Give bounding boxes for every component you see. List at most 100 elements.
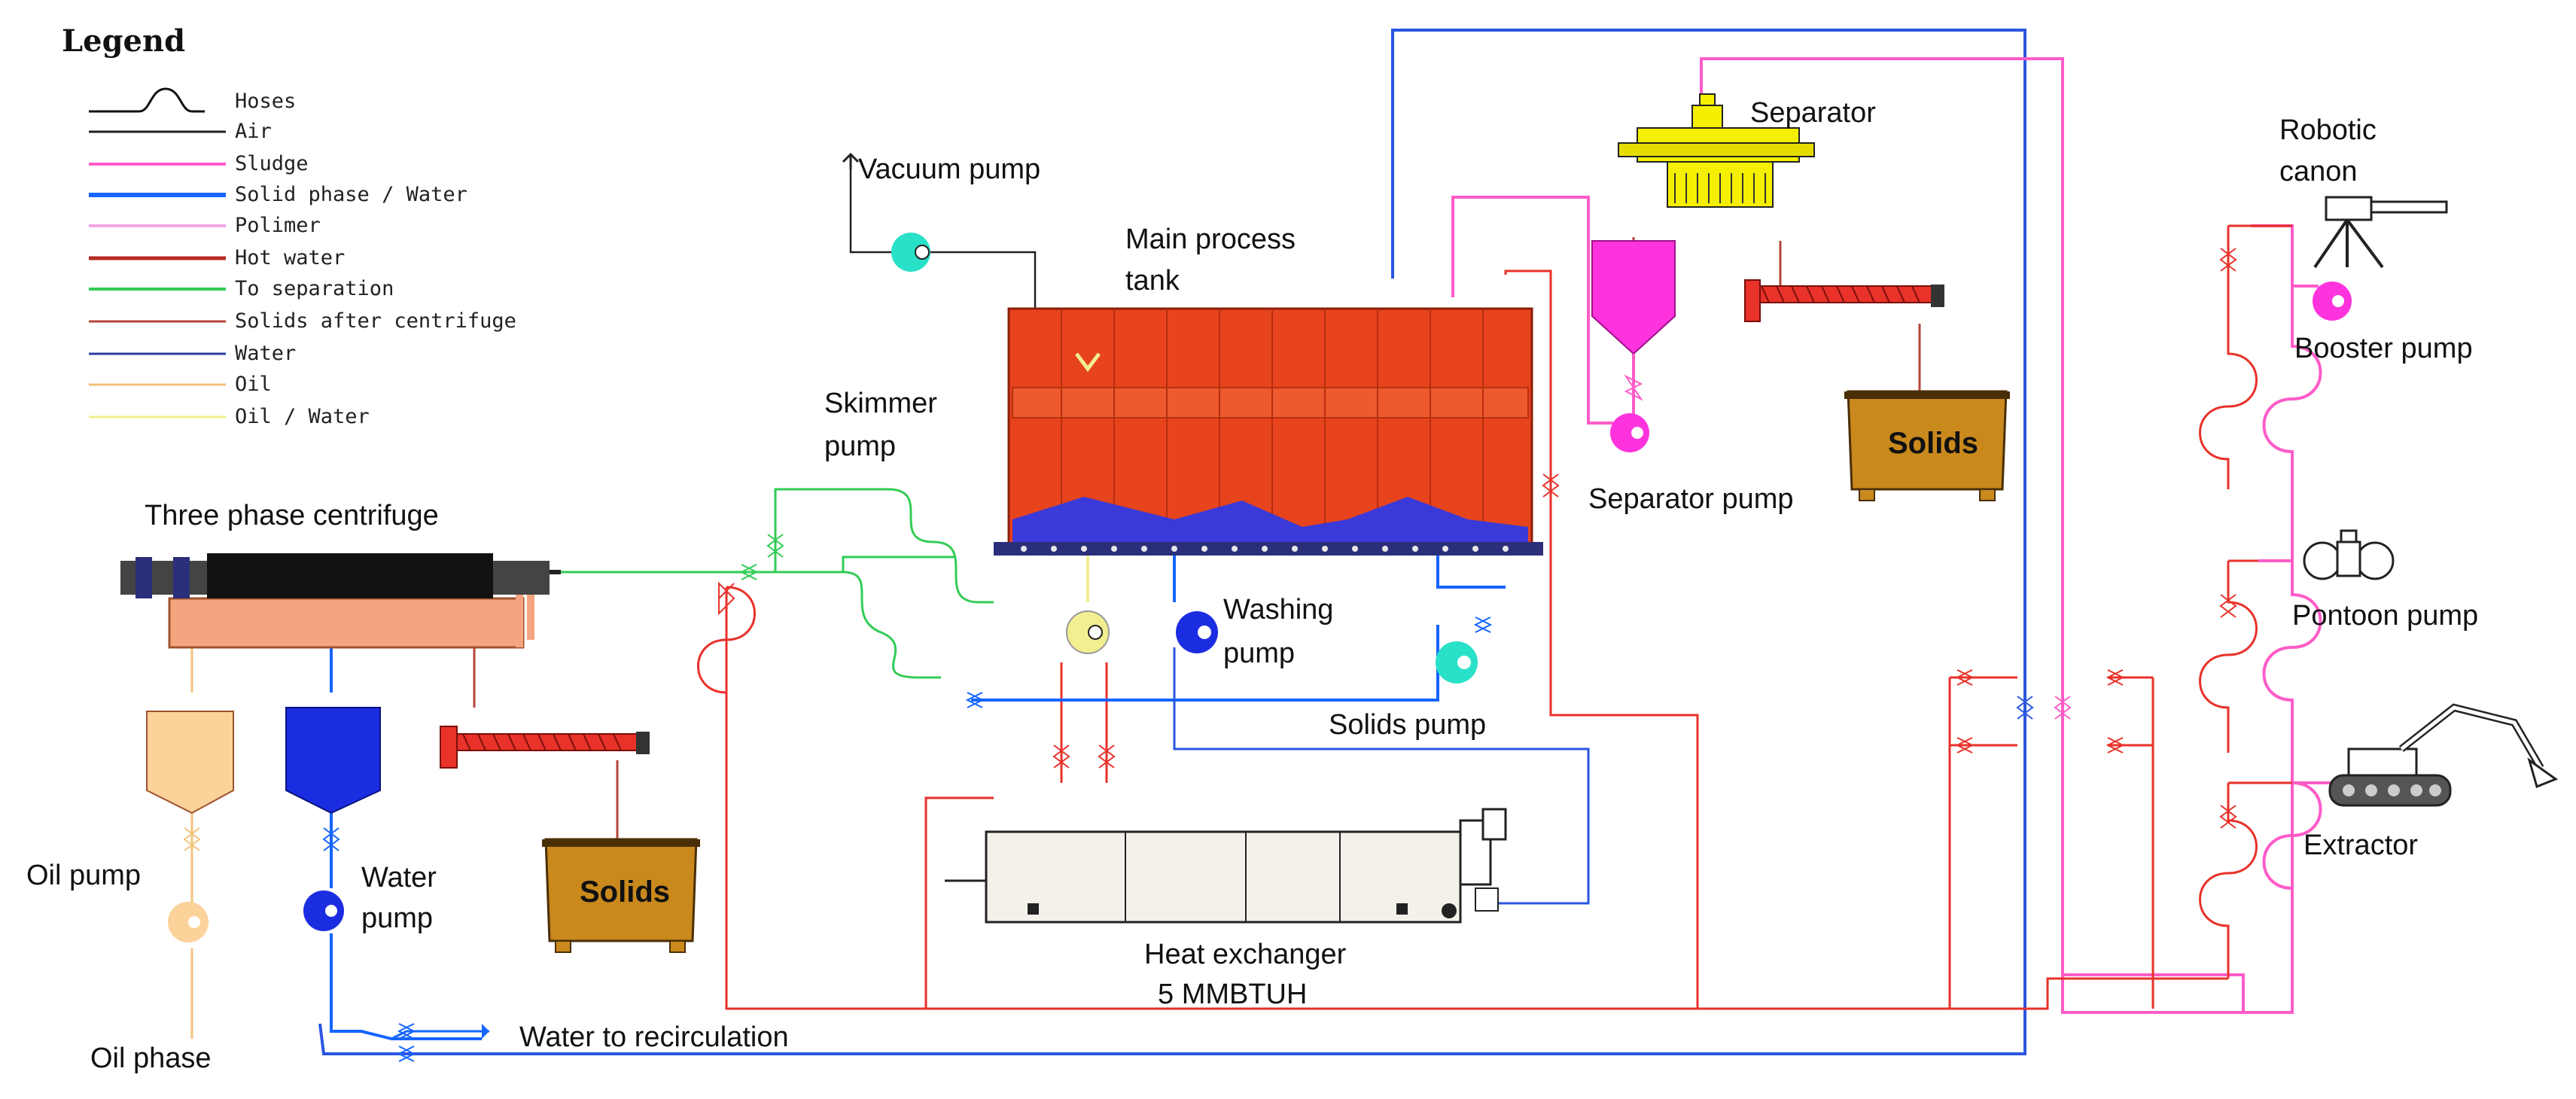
hose-sludge-extractor — [2262, 781, 2322, 1012]
label-water-pump-1: Water — [361, 862, 437, 894]
legend-label-sludge: Sludge — [235, 152, 309, 175]
legend-label-solid-water: Solid phase / Water — [235, 183, 467, 206]
label-water-pump-2: pump — [361, 903, 433, 934]
pipe-solids-pump — [971, 625, 1439, 702]
oil-hopper — [146, 711, 234, 814]
pipe-solids-feed — [1436, 550, 1506, 589]
valve-hot-water-centrifuge — [718, 581, 735, 616]
hose-hot-water-centrifuge — [697, 586, 756, 723]
label-robotic-1: Robotic — [2279, 114, 2377, 146]
label-solids-pump: Solids pump — [1329, 709, 1486, 741]
label-heat-exchanger-1: Heat exchanger — [1144, 939, 1347, 970]
vacuum-pump-icon — [891, 233, 930, 272]
tank-sludge-level — [1012, 497, 1528, 546]
water-pump-icon — [303, 890, 344, 931]
separator-pump: Separator pump — [1588, 413, 1794, 515]
label-robotic-2: canon — [2279, 156, 2358, 187]
label-solids-right: Solids — [1888, 427, 1978, 460]
valve-blue-skimmer — [965, 692, 985, 708]
label-vacuum-pump: Vacuum pump — [858, 154, 1040, 185]
pontoon-pump: Pontoon pump — [2292, 529, 2478, 632]
legend: Legend Hoses Air Sludge Solid phase / Wa… — [62, 23, 516, 428]
legend-item-sludge: Sludge — [89, 152, 309, 175]
heat-exchanger: Heat exchanger 5 MMBTUH — [945, 808, 1507, 1010]
legend-label-solids-after-centrifuge: Solids after centrifuge — [235, 309, 516, 333]
legend-item-oil-water: Oil / Water — [89, 405, 370, 428]
label-oil-phase: Oil phase — [90, 1043, 212, 1074]
label-oil-pump: Oil pump — [26, 860, 141, 891]
hose-hot-water-robotic — [2199, 226, 2258, 489]
label-main-tank-1: Main process — [1125, 224, 1296, 255]
valve-green-2 — [739, 564, 759, 580]
hose-hot-water-pontoon — [2199, 561, 2258, 753]
solids-pump: Solids pump — [1329, 641, 1486, 741]
valve-right-4 — [2106, 737, 2125, 753]
pipe-solids-after-separator — [1779, 241, 1921, 391]
washing-pump-icon — [1176, 611, 1218, 653]
legend-label-hot-water: Hot water — [235, 246, 345, 269]
legend-label-hoses: Hoses — [235, 90, 296, 113]
separator-pump-icon — [1610, 413, 1649, 452]
solids-bin-left: Solids — [542, 838, 700, 953]
pipes — [190, 29, 2337, 1055]
hose-to-separation — [774, 488, 994, 604]
hose-sludge-robotic — [2251, 224, 2322, 489]
valve-blue-main — [2016, 696, 2034, 720]
label-water-recirculation: Water to recirculation — [519, 1021, 789, 1053]
separator-conveyor — [1744, 279, 1944, 322]
valve-water-recirc-1 — [397, 1023, 416, 1040]
label-skimmer-1: Skimmer — [824, 388, 937, 419]
legend-item-hoses: Hoses — [89, 87, 296, 113]
legend-item-air: Air — [89, 120, 272, 143]
label-extractor: Extractor — [2303, 830, 2418, 861]
valve-hot-water-robotic — [2219, 248, 2237, 272]
water-recirculation: Water to recirculation — [482, 1021, 789, 1053]
label-separator: Separator — [1750, 97, 1876, 129]
pipe-hot-water-tank-left — [1504, 269, 1699, 1009]
hose-to-separation-2 — [842, 571, 941, 679]
legend-item-solids-after-centrifuge: Solids after centrifuge — [89, 309, 516, 333]
centrifuge-conveyor — [440, 726, 650, 769]
pipe-to-separation — [561, 556, 956, 574]
washing-pump: Washing pump — [1176, 594, 1333, 669]
solids-pump-icon — [1436, 641, 1478, 683]
label-main-tank-2: tank — [1125, 265, 1180, 297]
pipe-hot-water-branch — [1060, 662, 1108, 783]
pipe-hot-water-right-2 — [1950, 676, 2153, 747]
three-phase-centrifuge: Three phase centrifuge — [120, 500, 561, 649]
legend-item-to-separation: To separation — [89, 277, 394, 300]
legend-item-hot-water: Hot water — [89, 246, 345, 269]
valve-right-2 — [2106, 669, 2125, 686]
label-separator-pump: Separator pump — [1588, 483, 1794, 515]
legend-item-oil: Oil — [89, 373, 272, 396]
solids-bin-right: Solids — [1844, 390, 2010, 501]
valve-hot-water-extractor — [2219, 805, 2237, 829]
pipe-water-main-loop — [318, 29, 2026, 1055]
label-solids-left: Solids — [580, 875, 670, 909]
valves — [183, 248, 2237, 1062]
valve-oil — [183, 827, 201, 851]
pipe-air — [849, 154, 1037, 309]
hose-hot-water-extractor — [2199, 783, 2258, 979]
hose-sludge-pontoon — [2258, 559, 2322, 723]
valve-right-3 — [1955, 737, 1975, 753]
pipe-hot-water-right-1 — [1948, 677, 2154, 1009]
valve-magenta-main — [2054, 696, 2072, 720]
valve-right-1 — [1955, 669, 1975, 686]
valve-hot-water-left — [1052, 744, 1070, 769]
oil-pump: Oil pump — [26, 860, 209, 942]
legend-item-water: Water — [89, 342, 296, 365]
polimer-hopper — [1591, 240, 1676, 422]
legend-label-polimer: Polimer — [235, 214, 321, 237]
robotic-canon: Robotic canon — [2279, 114, 2448, 269]
hose-sludge-booster — [2291, 285, 2319, 301]
label-washing-2: pump — [1223, 638, 1295, 669]
pipe-sludge-tank-feed — [1451, 196, 1622, 425]
water-pump: Water pump — [303, 862, 437, 934]
heat-exchanger-body — [985, 830, 1462, 924]
valve-blue-solids — [1473, 616, 1493, 633]
valve-water-recirc-2 — [397, 1046, 416, 1062]
pipe-sludge-main-loop — [1700, 57, 2294, 1014]
booster-pump: Booster pump — [2294, 282, 2473, 364]
